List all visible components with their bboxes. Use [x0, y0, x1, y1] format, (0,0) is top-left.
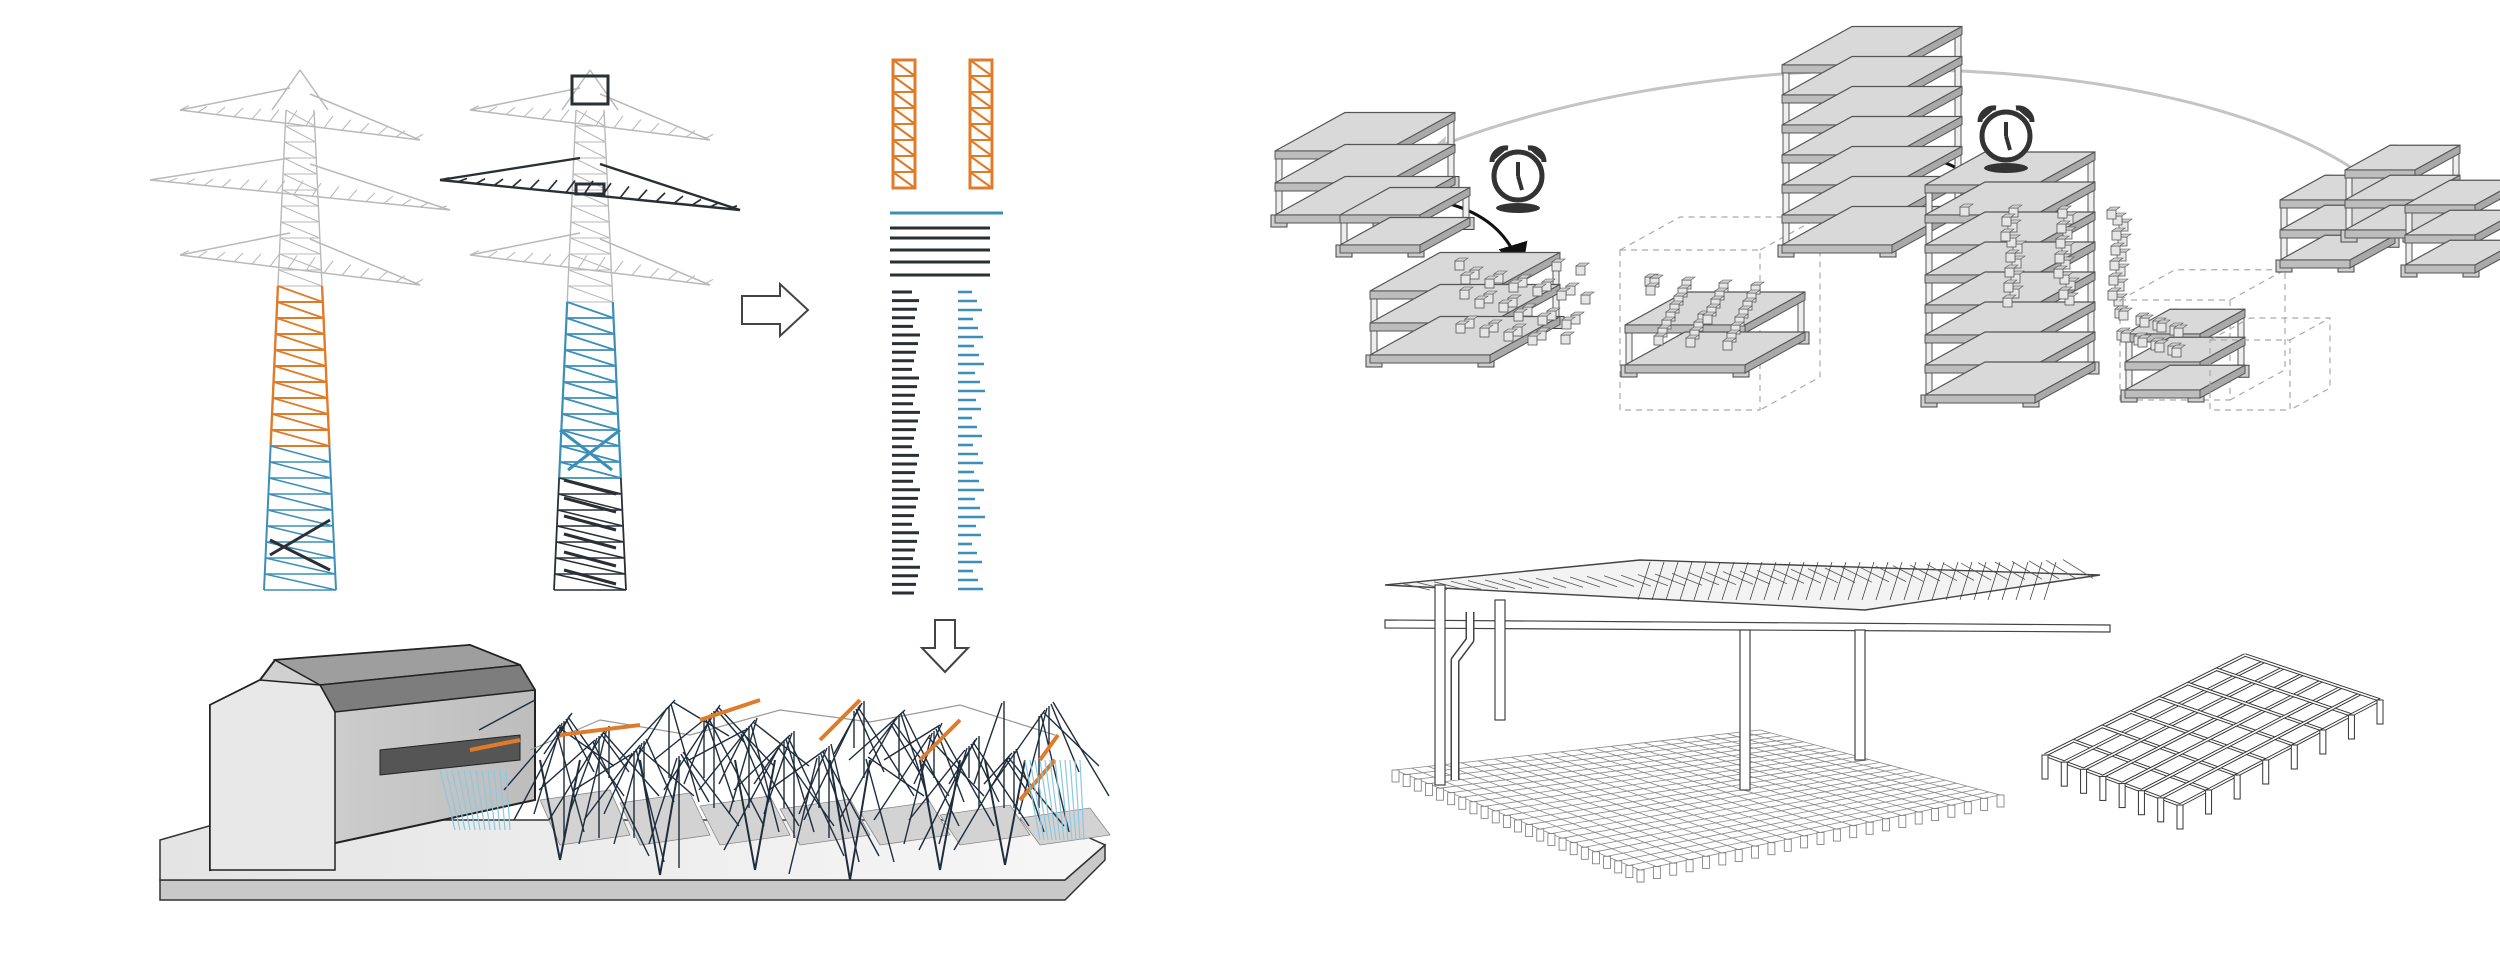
pylon-left: [149, 69, 451, 591]
floating-cubes-left: [1454, 257, 1595, 346]
cluster-module-c: [2400, 179, 2500, 278]
ghost-volume-far: [2209, 317, 2331, 411]
pylon-right: [439, 69, 741, 591]
tower-disassembled: [1920, 151, 2100, 408]
left-module-disassembled: [1365, 251, 1565, 368]
alarm-clock-icon: [1489, 145, 1547, 213]
floating-cubes-far: [2114, 305, 2188, 358]
blue-member-column: [958, 290, 985, 591]
reassembled-roof-group: [159, 643, 1111, 901]
ground-grid: [1391, 729, 2005, 883]
alarm-clock-icon: [1977, 105, 2035, 173]
pylon-disassembly-group: [149, 69, 741, 591]
right-arrow-icon: [741, 281, 810, 339]
sorted-members-group: [890, 58, 1003, 595]
floating-cubes-right: [1959, 203, 2133, 308]
orange-truss-segment: [891, 58, 917, 190]
long-member-stack: [890, 211, 1003, 277]
central-tower: [1777, 25, 1967, 258]
down-arrow-icon: [919, 619, 971, 674]
left-module-annex: [1335, 186, 1475, 258]
canopy-grid-group: [1384, 559, 2384, 883]
modular-reuse-cycle-group: [1270, 25, 2500, 411]
canopy-roof: [1384, 559, 2111, 791]
orange-truss-segment: [968, 58, 994, 190]
floating-cubes-mid: [1644, 273, 1765, 351]
dark-member-column: [892, 290, 920, 595]
grid-module: [2041, 653, 2384, 830]
